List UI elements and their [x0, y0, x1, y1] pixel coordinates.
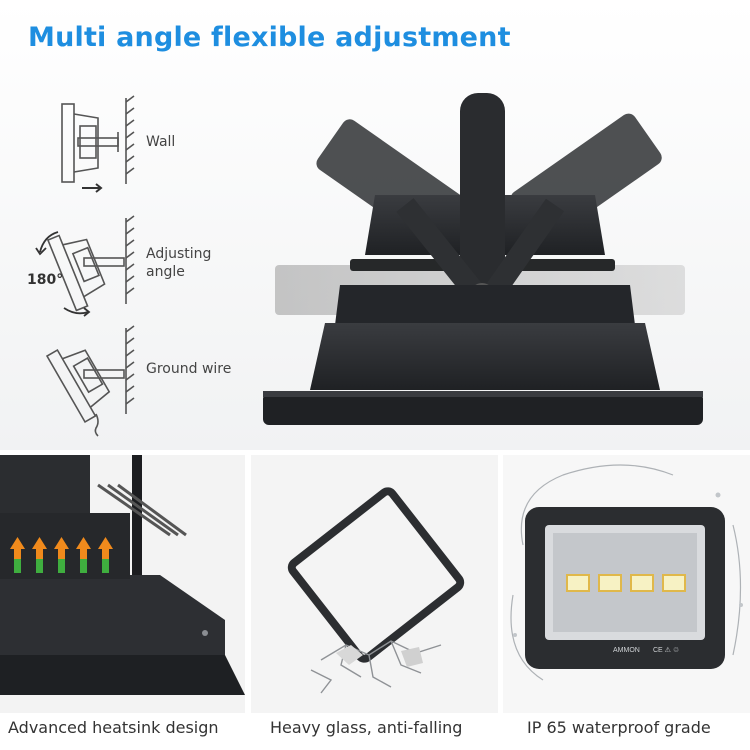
heat-arrow-icon [10, 537, 25, 573]
svg-text:CE ⚠ ♲: CE ⚠ ♲ [653, 646, 679, 654]
heat-arrow-icon [54, 537, 69, 573]
glass-panel-image [251, 455, 498, 713]
floodlight-product-image [263, 93, 703, 425]
ground-wire-diagram [45, 325, 135, 437]
heat-arrow-icon [76, 537, 91, 573]
heat-arrow-icon [98, 537, 113, 573]
waterproof-feature-panel: AMMON CE ⚠ ♲ [503, 455, 750, 713]
wall-label: Wall [146, 134, 176, 150]
glass-caption: Heavy glass, anti-falling [270, 718, 463, 737]
heatsink-caption: Advanced heatsink design [8, 718, 219, 737]
adjusting-angle-label-line2: angle [146, 264, 185, 280]
waterproof-caption: IP 65 waterproof grade [527, 718, 711, 737]
glass-feature-panel [251, 455, 498, 713]
brand-logo: AMMON [613, 647, 640, 654]
heatsink-feature-panel [0, 455, 245, 713]
heatsink-image [0, 455, 245, 713]
rotation-degrees-label: 180° [27, 272, 64, 288]
heat-arrow-icon [32, 537, 47, 573]
adjusting-angle-label-line1: Adjusting [146, 246, 212, 262]
adjusting-angle-diagram [35, 215, 135, 317]
wall-mount-diagram [61, 95, 135, 193]
ground-wire-label: Ground wire [146, 361, 232, 377]
waterproof-floodlight-image: AMMON CE ⚠ ♲ [503, 455, 750, 713]
page-title: Multi angle flexible adjustment [28, 22, 511, 53]
